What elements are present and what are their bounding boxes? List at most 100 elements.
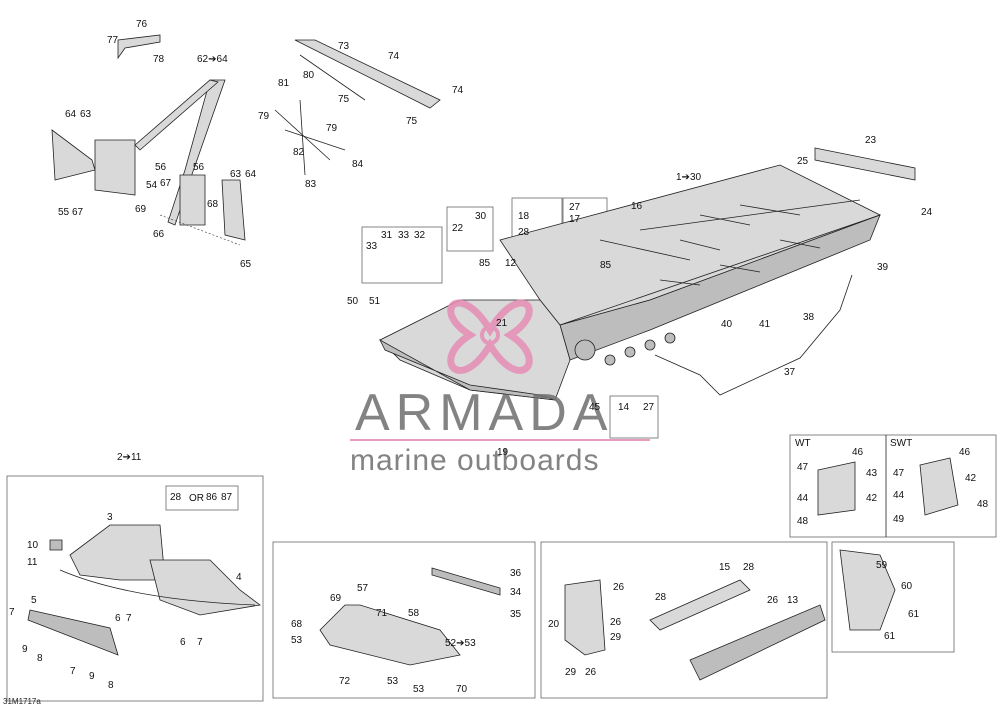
steering-arm xyxy=(117,34,161,60)
callout: 19 xyxy=(497,447,509,458)
inset-box-wt-swt xyxy=(789,434,997,538)
callout: 77 xyxy=(107,35,119,46)
callout: 13 xyxy=(787,595,799,606)
callout: 57 xyxy=(357,583,369,594)
callout: 4 xyxy=(236,572,242,583)
callout: 7 xyxy=(9,607,15,618)
callout: 26 xyxy=(613,582,625,593)
callout: 63 xyxy=(230,169,242,180)
wt-bracket xyxy=(817,461,856,516)
callout: 35 xyxy=(510,609,522,620)
callout: 47 xyxy=(893,468,905,479)
inset-box-footrest xyxy=(272,541,536,699)
callout: 8 xyxy=(37,653,43,664)
callout: 56 xyxy=(155,162,167,173)
callout: 87 xyxy=(221,492,233,503)
callout: 82 xyxy=(293,147,305,158)
callout: 55 xyxy=(58,207,70,218)
callout: 81 xyxy=(278,78,290,89)
callout: 85 xyxy=(479,258,491,269)
callout: 27 xyxy=(643,402,655,413)
callout: 24 xyxy=(921,207,933,218)
callout: 33 xyxy=(366,241,378,252)
callout: 42 xyxy=(965,473,977,484)
callout: 29 xyxy=(610,632,622,643)
callout: 75 xyxy=(406,116,418,127)
callout: 53 xyxy=(387,676,399,687)
support-arms xyxy=(274,99,346,176)
callout: 25 xyxy=(797,156,809,167)
callout: 64 xyxy=(65,109,77,120)
callout: 80 xyxy=(303,70,315,81)
callout: 26 xyxy=(585,667,597,678)
callout: 12 xyxy=(505,258,517,269)
callout: 69 xyxy=(135,204,147,215)
front-frame xyxy=(27,524,261,656)
callout: 26 xyxy=(767,595,779,606)
callout: 51 xyxy=(369,296,381,307)
callout: SWT xyxy=(890,438,912,449)
callout: 7 xyxy=(126,613,132,624)
callout: 53 xyxy=(413,684,425,695)
callout: 83 xyxy=(305,179,317,190)
callout: 48 xyxy=(977,499,989,510)
callout: 30 xyxy=(475,211,487,222)
callout: 44 xyxy=(893,490,905,501)
rear-rail xyxy=(814,147,916,181)
callout: 17 xyxy=(569,214,581,225)
callout: 21 xyxy=(496,318,508,329)
callout: 68 xyxy=(207,199,219,210)
callout: 74 xyxy=(388,51,400,62)
callout: 79 xyxy=(258,111,270,122)
callout: 74 xyxy=(452,85,464,96)
callout: 28 xyxy=(518,227,530,238)
callout: 86 xyxy=(206,492,218,503)
callout: 22 xyxy=(452,223,464,234)
callout: 8 xyxy=(108,680,114,691)
callout: 20 xyxy=(548,619,560,630)
callout: 70 xyxy=(456,684,468,695)
callout: 63 xyxy=(80,109,92,120)
callout: 39 xyxy=(877,262,889,273)
callout: 61 xyxy=(884,631,896,642)
callout: WT xyxy=(795,438,811,449)
callout: 14 xyxy=(618,402,630,413)
callout: 42 xyxy=(866,493,878,504)
callout: 11 xyxy=(27,557,38,568)
watermark: ARMADA marine outboards xyxy=(350,299,650,477)
callout: 7 xyxy=(70,666,76,677)
callout: 5 xyxy=(31,595,37,606)
callout: 27 xyxy=(569,202,581,213)
callout: 76 xyxy=(136,19,148,30)
callout: 78 xyxy=(153,54,165,65)
callout: 36 xyxy=(510,568,522,579)
callout: 29 xyxy=(565,667,577,678)
bracket-59 xyxy=(839,549,896,631)
callout: 73 xyxy=(338,41,350,52)
callout: 72 xyxy=(339,676,351,687)
callout: 34 xyxy=(510,587,522,598)
callout: 9 xyxy=(89,671,95,682)
callout: 40 xyxy=(721,319,733,330)
footrest-assembly xyxy=(319,567,501,666)
callout-labels: 76 77 78 62➔64 64 63 56 56 54 67 69 55 6… xyxy=(9,19,989,695)
callout: 15 xyxy=(719,562,731,573)
diagram-code: 31M1717a xyxy=(3,697,41,706)
callout: 32 xyxy=(414,230,426,241)
callout: 37 xyxy=(784,367,796,378)
callout: 69 xyxy=(330,593,342,604)
callout: 48 xyxy=(797,516,809,527)
callout: 52➔53 xyxy=(445,638,476,649)
callout: 61 xyxy=(908,609,920,620)
callout: 85 xyxy=(600,260,612,271)
callout: 71 xyxy=(376,608,388,619)
callout: 47 xyxy=(797,462,809,473)
callout: 1➔30 xyxy=(676,172,702,183)
watermark-brand: ARMADA xyxy=(355,384,613,442)
callout: 46 xyxy=(852,447,864,458)
callout: 62➔64 xyxy=(197,54,228,65)
callout: 23 xyxy=(865,135,877,146)
callout: 2➔11 xyxy=(117,452,142,463)
inset-box-bracket xyxy=(831,541,955,653)
